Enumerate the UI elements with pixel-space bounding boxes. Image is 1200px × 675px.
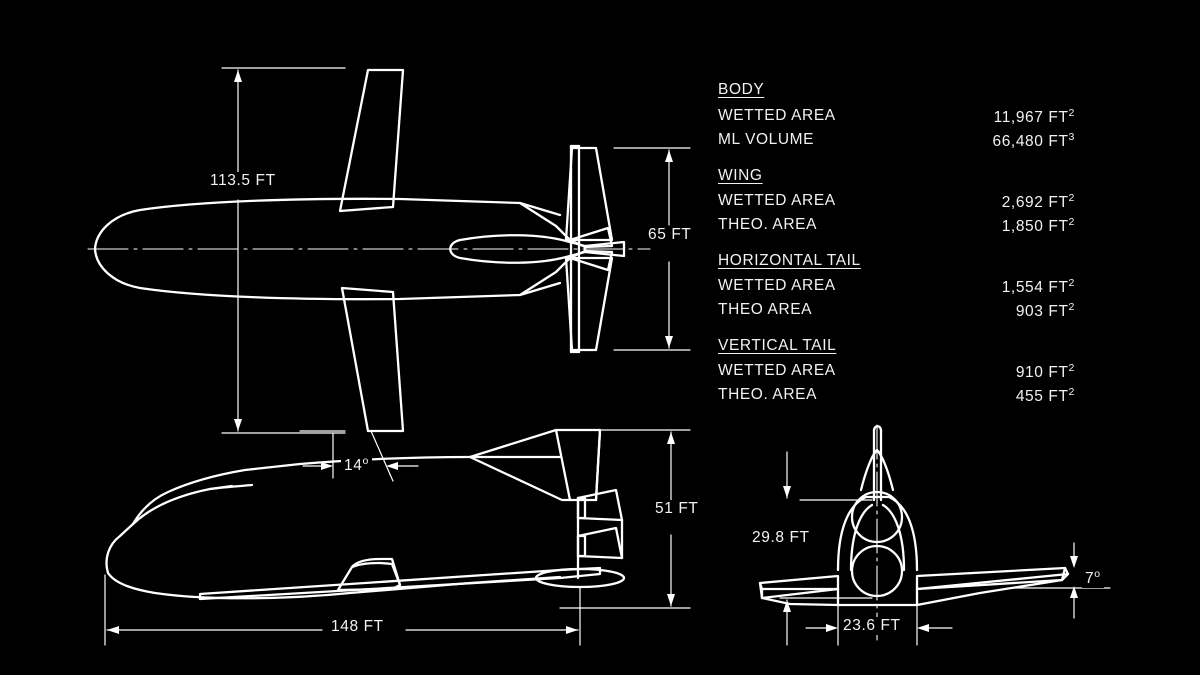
spec-value-exponent: 3: [1068, 131, 1075, 143]
spec-value-exponent: 2: [1068, 301, 1075, 313]
spec-value-text: 1,850 FT: [1001, 218, 1069, 236]
dim-label-length: 148 FT: [328, 618, 387, 636]
spec-value-text: 1,554 FT: [1001, 279, 1069, 297]
spec-value-vtail-wetted-area: 910 FT2: [875, 362, 1075, 382]
spec-value-exponent: 2: [1068, 192, 1075, 204]
spec-value-wing-wetted-area: 2,692 FT2: [875, 192, 1075, 212]
spec-label-vtail-theo-area: THEO. AREA: [718, 386, 818, 403]
degree-symbol-icon: o: [1094, 568, 1101, 580]
spec-group-title-vertical-tail: VERTICAL TAIL: [718, 337, 837, 354]
spec-value-exponent: 2: [1068, 277, 1075, 289]
dim-height: [559, 429, 691, 609]
spec-value-htail-wetted-area: 1,554 FT2: [875, 277, 1075, 297]
rear-view: [758, 424, 1070, 641]
dim-length: [104, 574, 581, 646]
plan-view: [87, 68, 651, 433]
dim-label-dihedral: 7o: [1082, 568, 1104, 589]
spec-value-exponent: 2: [1068, 107, 1075, 119]
spec-value-vtail-theo-area: 455 FT2: [875, 386, 1075, 406]
spec-value-text: 2,692 FT: [1001, 194, 1069, 212]
spec-value-text: 903 FT: [1015, 303, 1069, 321]
spec-value-text: 910 FT: [1015, 364, 1069, 382]
dim-label-htail-span: 65 FT: [645, 226, 695, 244]
dim-label-fin-height: 29.8 FT: [749, 529, 813, 547]
spec-group-title-body: BODY: [718, 81, 765, 98]
spec-value-body-ml-volume: 66,480 FT3: [875, 131, 1075, 151]
dim-htail-span: [613, 147, 691, 351]
spec-value-exponent: 2: [1068, 216, 1075, 228]
dim-label-span: 113.5 FT: [207, 172, 279, 190]
dihedral-angle-value: 7: [1085, 570, 1095, 588]
dim-label-height: 51 FT: [652, 500, 702, 518]
spec-label-body-ml-volume: ML VOLUME: [718, 131, 815, 148]
dim-engine-spacing: [805, 591, 953, 646]
spec-value-exponent: 2: [1068, 386, 1075, 398]
dim-span: [221, 67, 346, 434]
spec-group-title-horizontal-tail: HORIZONTAL TAIL: [718, 252, 861, 269]
spec-group-title-wing: WING: [718, 167, 763, 184]
dim-fin-height: [779, 451, 873, 646]
sweep-angle-value: 14: [344, 457, 363, 475]
dim-label-sweep-angle: 14o: [341, 455, 372, 476]
spec-value-text: 11,967 FT: [993, 109, 1069, 127]
spec-value-body-wetted-area: 11,967 FT2: [875, 107, 1075, 127]
dim-sweep-angle: [299, 430, 419, 482]
degree-symbol-icon: o: [362, 455, 369, 467]
spec-label-htail-wetted-area: WETTED AREA: [718, 277, 836, 294]
spec-label-vtail-wetted-area: WETTED AREA: [718, 362, 836, 379]
spec-value-htail-theo-area: 903 FT2: [875, 301, 1075, 321]
side-view: [105, 428, 626, 601]
dim-label-engine-spacing: 23.6 FT: [840, 617, 904, 635]
spec-value-exponent: 2: [1068, 362, 1075, 374]
spec-value-text: 455 FT: [1015, 388, 1069, 406]
spec-value-text: 66,480 FT: [992, 133, 1069, 151]
spec-label-body-wetted-area: WETTED AREA: [718, 107, 836, 124]
spec-label-wing-wetted-area: WETTED AREA: [718, 192, 836, 209]
spec-label-htail-theo-area: THEO AREA: [718, 301, 813, 318]
spec-label-wing-theo-area: THEO. AREA: [718, 216, 818, 233]
spec-value-wing-theo-area: 1,850 FT2: [875, 216, 1075, 236]
